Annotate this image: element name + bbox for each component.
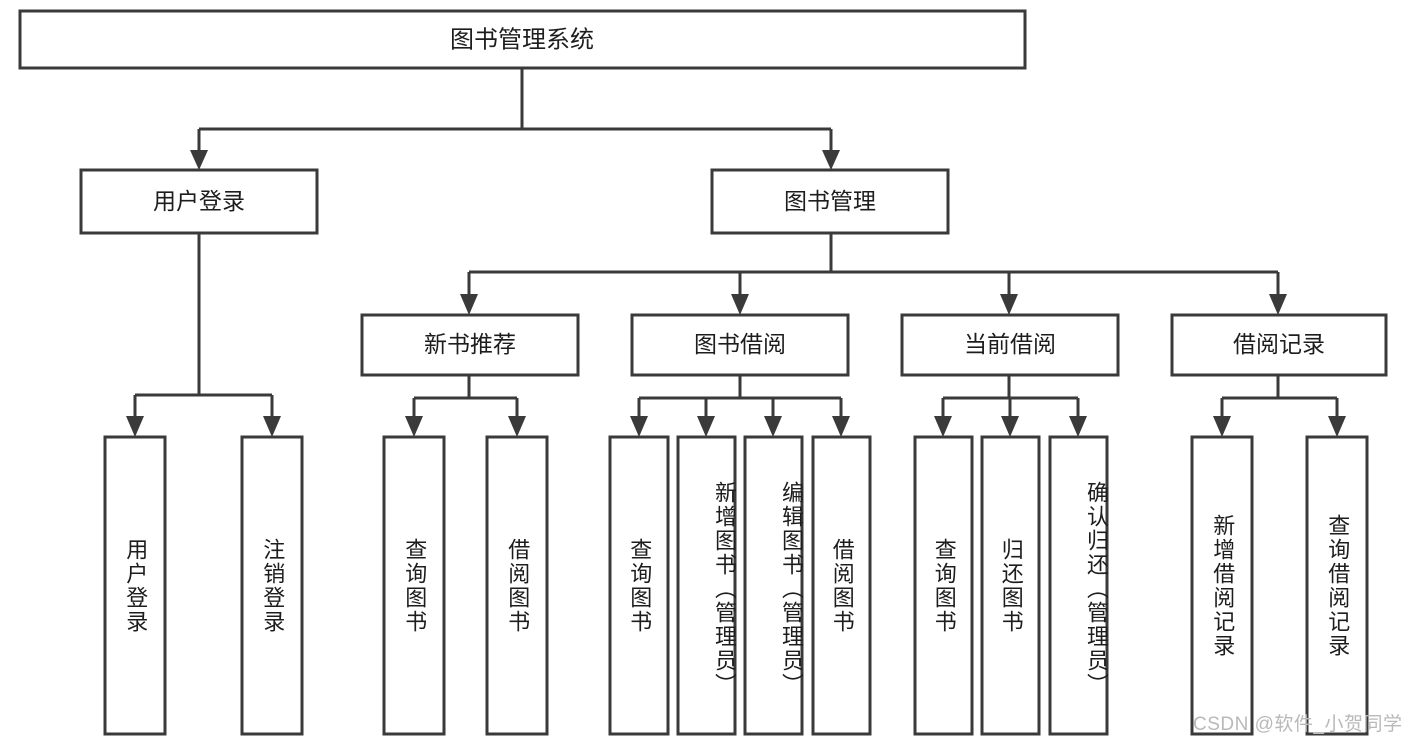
node-current-borrow[interactable]: 当前借阅: [900, 313, 1120, 377]
leaf-box-current-borrow-2[interactable]: [1048, 435, 1109, 736]
leaf-box-book-borrow-3[interactable]: [811, 435, 872, 736]
connector-root-to-level2: [190, 68, 840, 170]
node-book-borrow[interactable]: 图书借阅: [630, 313, 850, 377]
leaf-box-borrow-record-1[interactable]: [1305, 435, 1369, 736]
leaf-box-new-book-0[interactable]: [382, 435, 446, 736]
leaf-box-book-borrow-2[interactable]: [743, 435, 804, 736]
node-user-login[interactable]: 用户登录: [79, 168, 319, 235]
node-new-book-recommend-label: 新书推荐: [424, 331, 516, 357]
connector-new-book-to-leaves: [405, 375, 526, 437]
leaf-box-user-login-1[interactable]: [240, 435, 304, 736]
leaf-box-new-book-1[interactable]: [485, 435, 549, 736]
node-new-book-recommend[interactable]: 新书推荐: [360, 313, 580, 377]
connector-borrow-record-to-leaves: [1213, 375, 1346, 437]
leaf-box-book-borrow-0[interactable]: [608, 435, 670, 736]
node-user-login-label: 用户登录: [153, 188, 245, 214]
connector-book-manage-to-level3: [460, 233, 1287, 315]
connector-book-borrow-to-leaves: [630, 375, 850, 437]
leaf-box-current-borrow-1[interactable]: [980, 435, 1041, 736]
node-borrow-record[interactable]: 借阅记录: [1170, 313, 1388, 377]
leaf-box-user-login-0[interactable]: [103, 435, 167, 736]
node-borrow-record-label: 借阅记录: [1233, 331, 1325, 357]
node-root-book-management-system[interactable]: 图书管理系统: [18, 9, 1027, 70]
leaf-box-book-borrow-1[interactable]: [676, 435, 737, 736]
node-root-label: 图书管理系统: [450, 26, 594, 53]
node-book-management-label: 图书管理: [784, 188, 876, 214]
leaf-box-current-borrow-0[interactable]: [913, 435, 974, 736]
connector-user-login-to-leaves: [126, 233, 281, 437]
connector-current-borrow-to-leaves: [934, 375, 1087, 437]
node-current-borrow-label: 当前借阅: [964, 331, 1056, 357]
node-book-borrow-label: 图书借阅: [694, 331, 786, 357]
node-book-management[interactable]: 图书管理: [710, 168, 950, 235]
leaf-box-borrow-record-0[interactable]: [1190, 435, 1254, 736]
csdn-watermark: CSDN @软件_小贺同学: [1193, 714, 1403, 735]
